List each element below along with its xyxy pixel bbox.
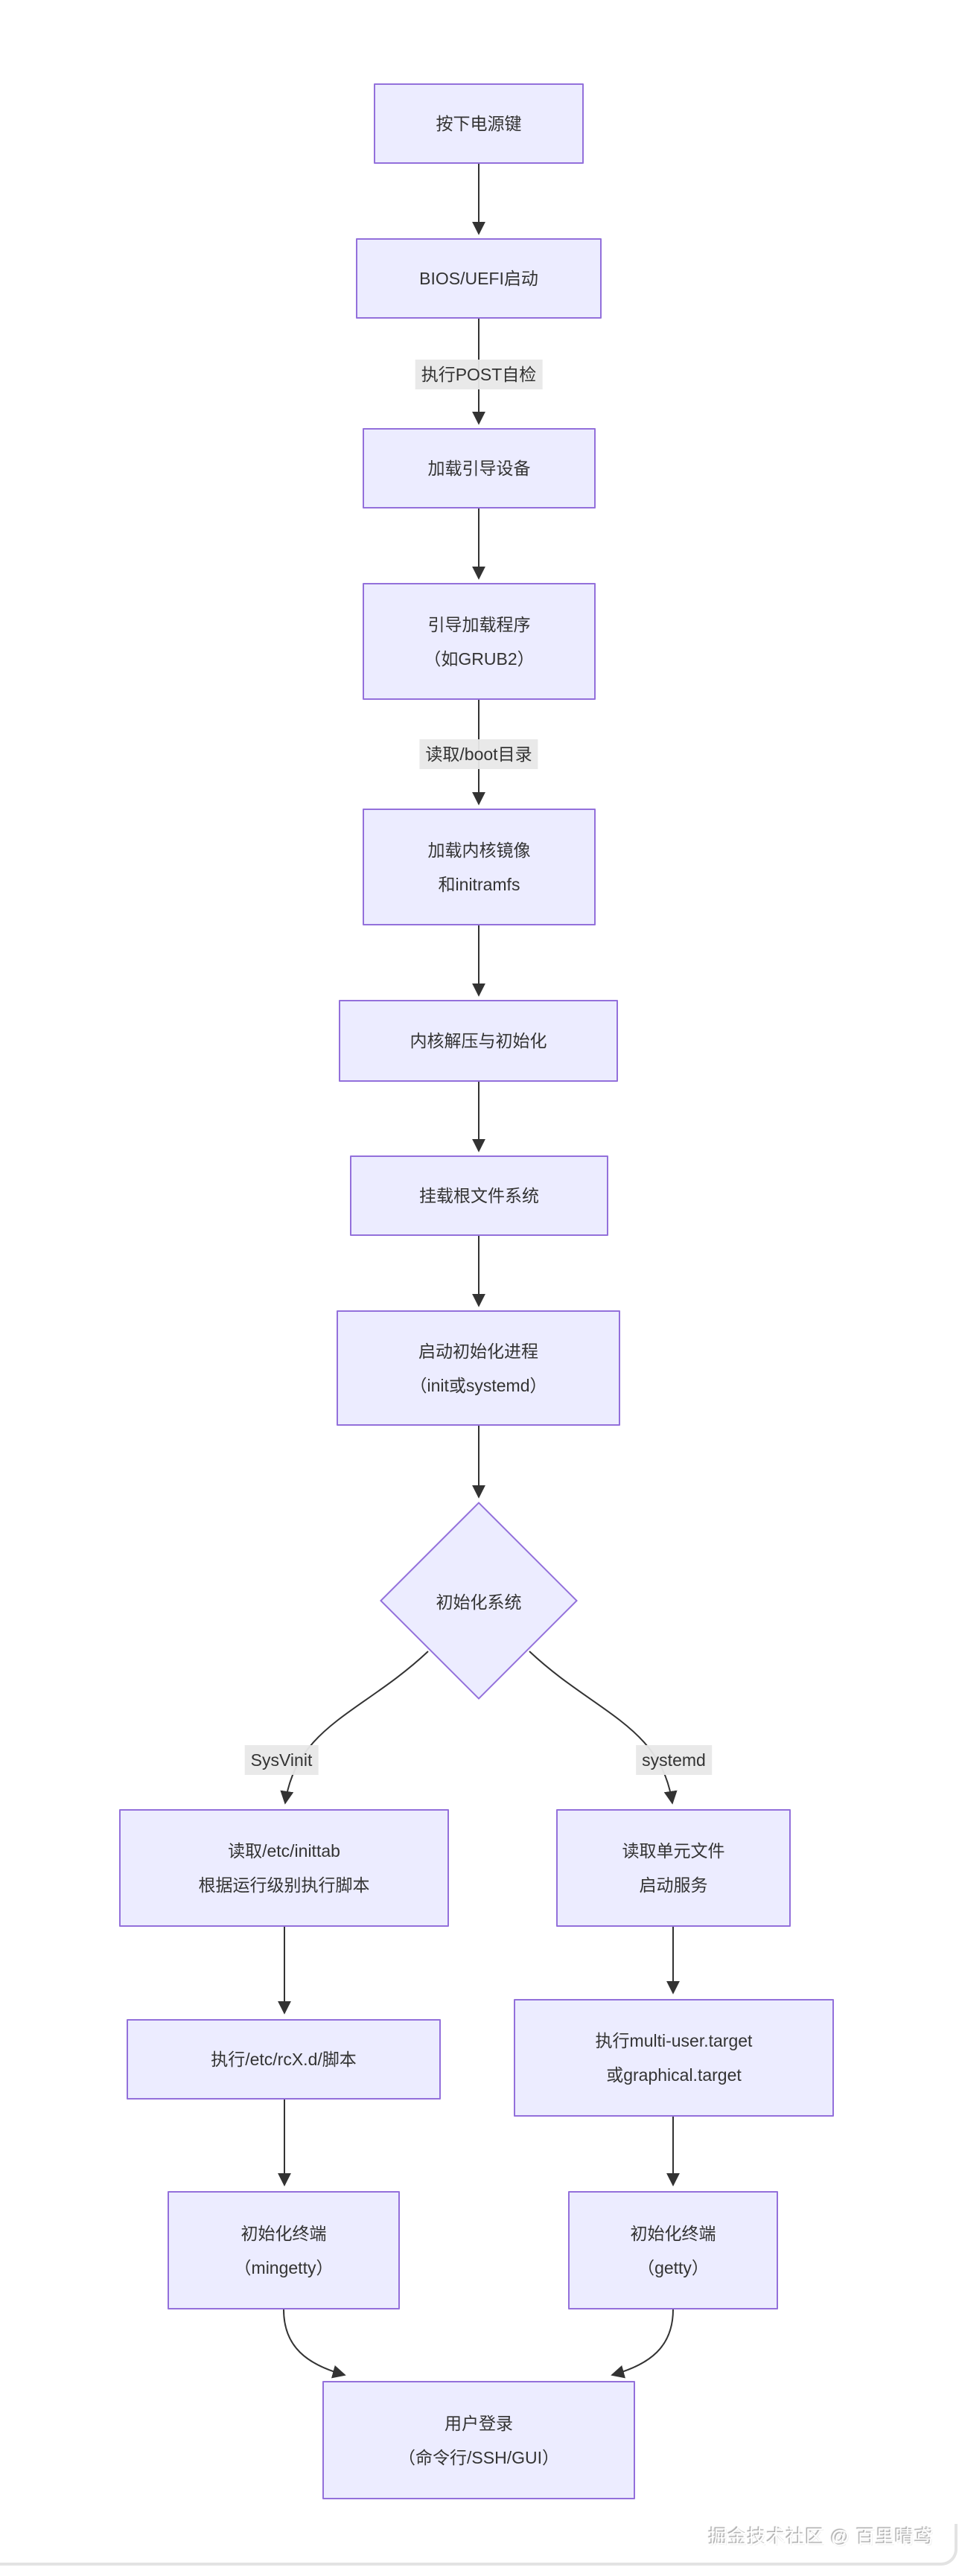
node-systemd-read-units: 读取单元文件 启动服务 [556,1809,791,1927]
node-systemd-exec-target: 执行multi-user.target 或graphical.target [514,1999,834,2117]
node-sysv-exec-rcx: 执行/etc/rcX.d/脚本 [127,2019,441,2100]
node-label: 挂载根文件系统 [419,1186,539,1205]
node-sysv-read-inittab: 读取/etc/inittab 根据运行级别执行脚本 [119,1809,449,1927]
edge-systemdtty-to-login [611,2309,674,2379]
node-label: BIOS/UEFI启动 [419,269,538,288]
node-label: 引导加载程序 [427,614,531,634]
node-load-boot-device: 加载引导设备 [363,428,596,508]
node-label: 初始化终端 [240,2223,327,2243]
node-label: 执行multi-user.target [595,2031,753,2050]
node-start-init-process: 启动初始化进程 （init或systemd） [337,1310,620,1426]
node-label: 启动初始化进程 [418,1341,538,1361]
node-user-login: 用户登录 （命令行/SSH/GUI） [322,2381,635,2499]
node-systemd-terminal-getty: 初始化终端 （getty） [568,2191,778,2309]
node-label: 初始化系统 [436,1593,522,1612]
edge-label-systemd: systemd [636,1745,712,1775]
node-label: 读取/etc/inittab [228,1841,340,1861]
node-label: （如GRUB2） [424,648,535,669]
node-label: 按下电源键 [436,114,522,133]
node-label: 和initramfs [438,874,520,894]
node-label: 用户登录 [445,2413,513,2433]
card-bottom-edge [0,2524,958,2566]
node-label: （mingetty） [234,2257,334,2277]
node-label: （命令行/SSH/GUI） [398,2447,559,2467]
node-label: 初始化终端 [630,2223,716,2243]
node-load-kernel-image: 加载内核镜像 和initramfs [363,809,596,925]
node-label: 读取单元文件 [622,1841,725,1861]
node-label: 加载引导设备 [427,459,531,478]
node-kernel-decompress-init: 内核解压与初始化 [339,1000,618,1082]
watermark: 掘金技术社区 @ 百里晴鸢 [708,2527,934,2548]
edge-label-sysvinit: SysVinit [244,1745,319,1775]
node-label: 启动服务 [639,1875,708,1895]
edge-sysvtty-to-login [283,2309,346,2379]
node-boot-loader: 引导加载程序 （如GRUB2） [363,583,596,700]
node-label: 内核解压与初始化 [410,1031,547,1051]
node-sysv-terminal-mingetty: 初始化终端 （mingetty） [168,2191,400,2309]
node-label: 或graphical.target [606,2065,742,2085]
node-label: 执行/etc/rcX.d/脚本 [211,2050,357,2069]
edge-label-read-boot-dir: 读取/boot目录 [419,739,538,769]
node-mount-rootfs: 挂载根文件系统 [350,1155,608,1236]
node-bios-uefi: BIOS/UEFI启动 [356,238,602,319]
node-label: 根据运行级别执行脚本 [198,1875,370,1895]
node-init-system-decision: 初始化系统 [380,1502,578,1700]
node-label: （getty） [637,2257,709,2277]
node-press-power: 按下电源键 [374,83,584,164]
node-label: （init或systemd） [410,1375,547,1395]
node-label: 加载内核镜像 [427,840,531,860]
edge-label-post-check: 执行POST自检 [415,360,543,389]
